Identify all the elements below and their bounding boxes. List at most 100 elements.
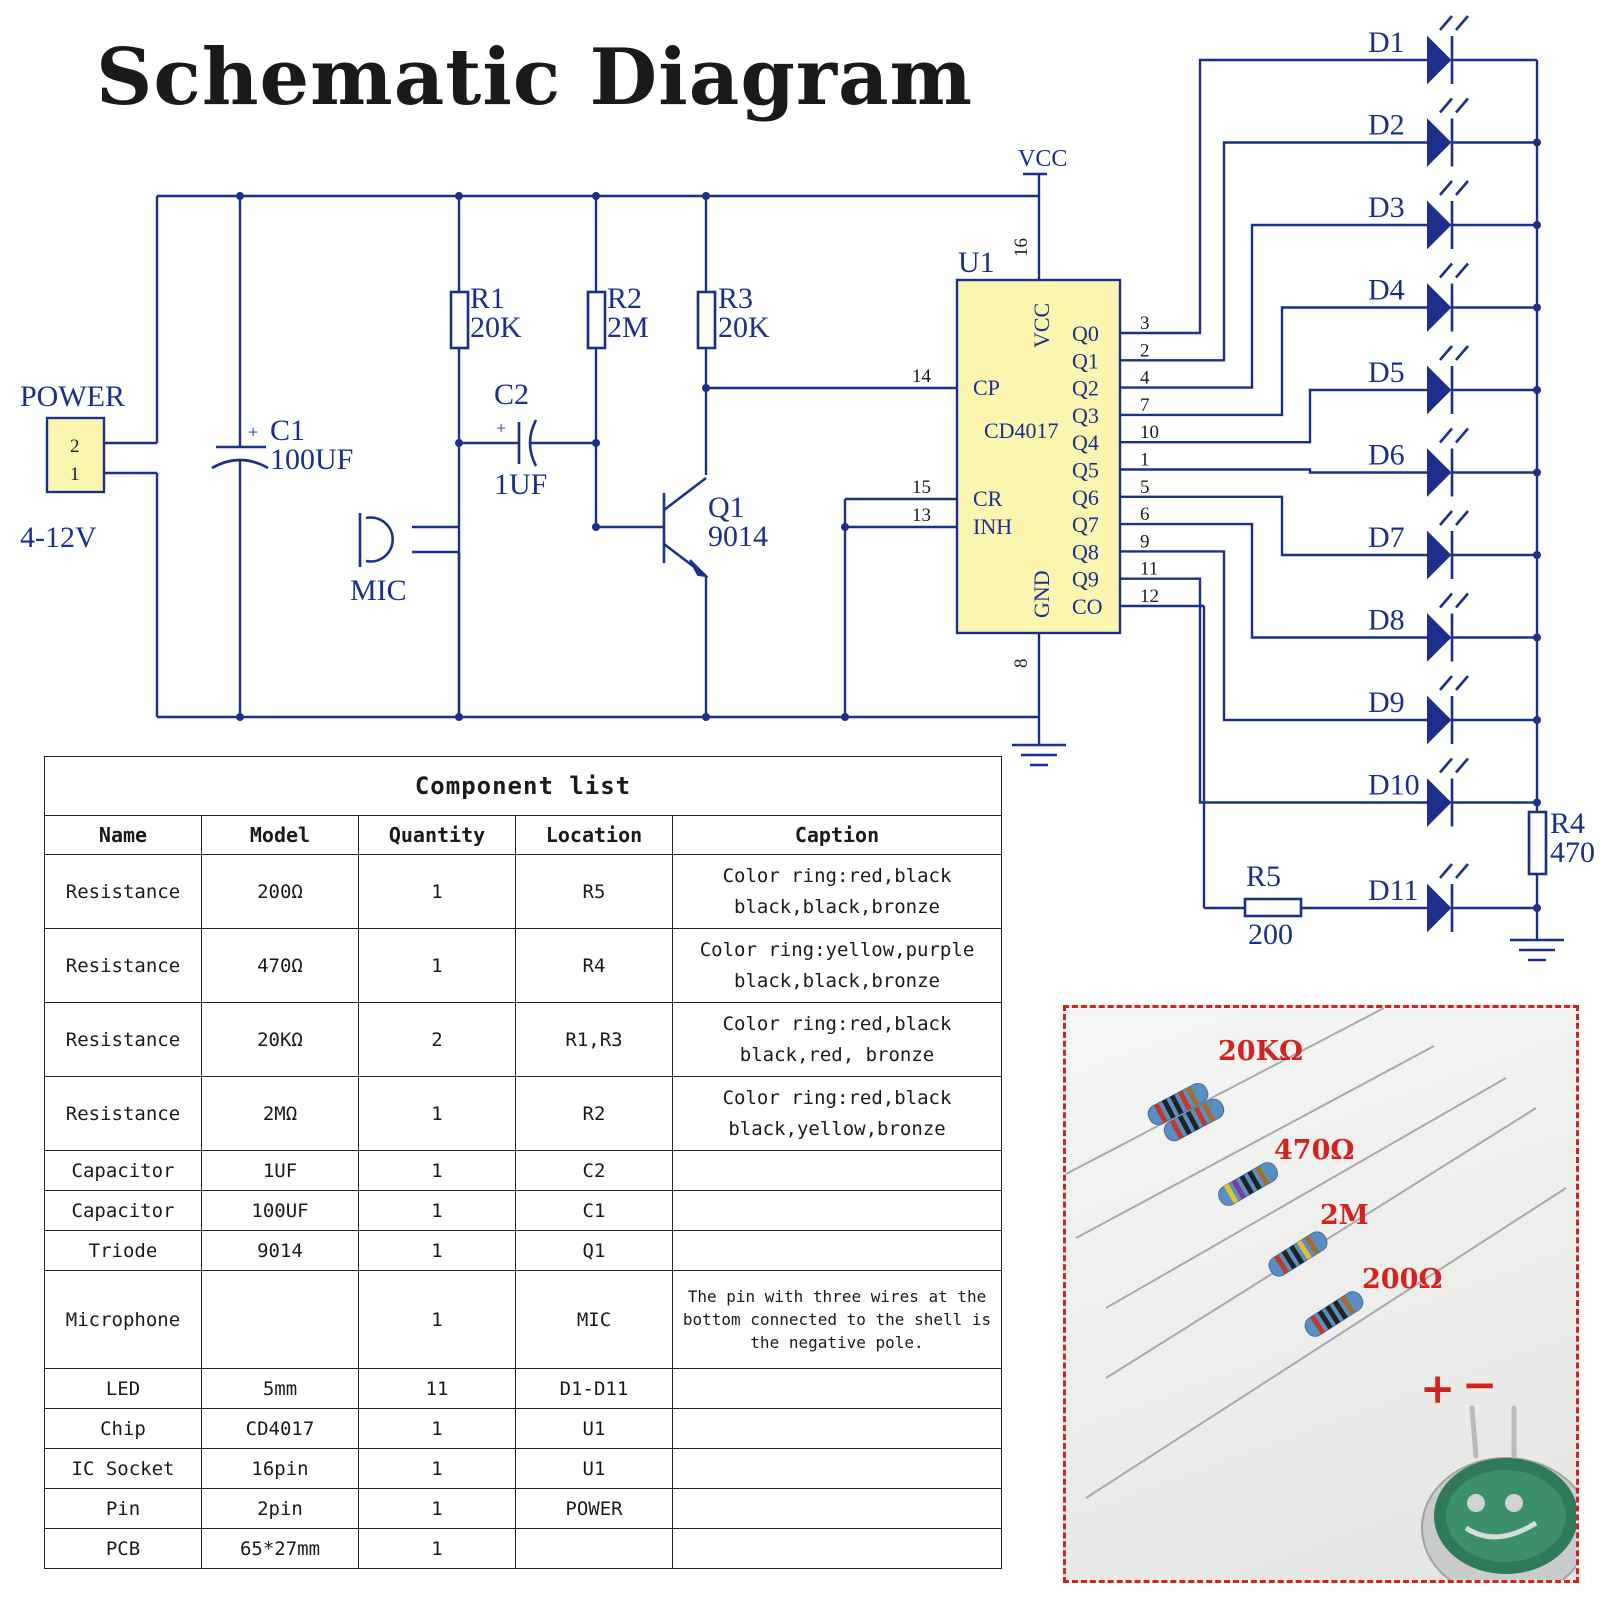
trace-q6 [1120, 495, 1428, 557]
cell-quantity: 1 [358, 1488, 516, 1529]
r3-value: 20K [718, 311, 770, 344]
pin-vcc-num: 16 [1011, 238, 1032, 257]
resistor-photo-panel: 20KΩ 470Ω 2M 200Ω + − [1063, 1005, 1579, 1583]
mic-plus-sign: + [1420, 1364, 1456, 1413]
microphone-mic: MIC [350, 513, 461, 717]
chip-pin-num-q6: 5 [1140, 477, 1150, 498]
chip-pin-num-q1: 2 [1140, 340, 1150, 361]
led-d9: D9 [1368, 675, 1541, 745]
cell-quantity: 1 [358, 1270, 516, 1369]
cell-model: 9014 [201, 1230, 359, 1271]
cell-name: IC Socket [44, 1448, 202, 1489]
resistor-band [1161, 1098, 1176, 1119]
resistor-band [1317, 1309, 1333, 1330]
led-triangle [1427, 365, 1452, 415]
cell-quantity: 1 [358, 1528, 516, 1569]
cell-name: PCB [44, 1528, 202, 1569]
c1-value: 100UF [270, 443, 353, 476]
chip-model: CD4017 [984, 418, 1059, 443]
cell-caption [672, 1528, 1002, 1569]
cell-location: D1-D11 [515, 1368, 673, 1409]
col-header-name: Name [44, 815, 202, 855]
led-d3: D3 [1368, 180, 1541, 250]
r2-value: 2M [607, 311, 649, 344]
led-triangle [1427, 283, 1452, 332]
led-d7: D7 [1368, 510, 1541, 580]
cell-model: 100UF [201, 1190, 359, 1231]
led-junction [1533, 221, 1541, 229]
cell-caption: Color ring:red,black black,black,bronze [672, 854, 1002, 929]
cell-quantity: 1 [358, 928, 516, 1003]
resistor-body [1218, 1162, 1278, 1206]
schematic-diagram: POWER 2 1 4-12V + C1 100UF R1 20K R2 2M … [20, 15, 1595, 962]
resistor-r5: R5 200 [1120, 604, 1428, 951]
cell-model: 1UF [201, 1150, 359, 1191]
cell-model: 2pin [201, 1488, 359, 1529]
svg-text:+: + [496, 418, 506, 438]
led-arrow [1455, 180, 1469, 196]
led-junction [1533, 904, 1541, 912]
cell-location: R2 [515, 1076, 673, 1151]
led-junction [1533, 633, 1541, 642]
col-header-caption: Caption [672, 815, 1002, 855]
q1-value: 9014 [708, 520, 768, 553]
cell-caption: Color ring:red,black black,yellow,bronze [672, 1076, 1002, 1151]
led-arrow [1439, 757, 1453, 774]
chip-pin-name-q4: Q4 [1072, 430, 1099, 455]
led-junction [1533, 551, 1541, 559]
resistor-band [1169, 1119, 1184, 1140]
label-20k: 20KΩ [1218, 1036, 1304, 1067]
led-arrow [1439, 345, 1453, 361]
led-arrow [1455, 345, 1469, 361]
resistor-band [1274, 1254, 1289, 1275]
chip-pin-name-q9: Q9 [1072, 567, 1099, 592]
cell-caption: The pin with three wires at the bottom c… [672, 1270, 1002, 1369]
led-arrow [1455, 262, 1469, 279]
microphone-capsule [1421, 1405, 1576, 1580]
chip-pin-name-q5: Q5 [1072, 458, 1099, 483]
led-junction [1533, 303, 1541, 312]
resistor-r3: R3 20K [696, 196, 770, 475]
resistor-body [1268, 1231, 1328, 1277]
trace-q5 [1120, 468, 1428, 474]
chip-pin-name-inh: INH [973, 514, 1012, 539]
trace-q1 [1120, 141, 1428, 362]
c2-value: 1UF [494, 468, 547, 501]
cell-name: Capacitor [44, 1150, 202, 1191]
power-label: POWER [20, 380, 125, 413]
page-title: Schematic Diagram [96, 32, 974, 123]
chip-pin-num-q3: 7 [1140, 395, 1150, 416]
cell-model [201, 1270, 359, 1369]
resistor-r4: R4 470 [1527, 807, 1595, 876]
chip-gnd-pin-name: GND [1029, 570, 1054, 618]
resistor-band [1223, 1183, 1239, 1204]
led-arrow [1439, 675, 1453, 691]
chip-pin-name-q7: Q7 [1072, 512, 1099, 537]
led-label: D5 [1368, 356, 1405, 389]
svg-text:+: + [248, 422, 258, 442]
cell-name: Resistance [44, 854, 202, 929]
transistor-q1: Q1 9014 [596, 476, 768, 717]
resistor-band [1153, 1103, 1168, 1124]
cell-quantity: 1 [358, 1408, 516, 1449]
led-triangle [1427, 200, 1452, 250]
col-header-quantity: Quantity [358, 815, 516, 855]
resistor-band [1239, 1174, 1254, 1195]
r5-value: 200 [1248, 918, 1293, 951]
led-triangle [1427, 118, 1452, 167]
led-label: D9 [1368, 686, 1405, 719]
resistor-band [1177, 1114, 1192, 1135]
chip-input-wiring [706, 386, 957, 717]
chip-pin-num-co: 12 [1140, 586, 1159, 607]
cell-caption [672, 1368, 1002, 1409]
resistor-band [1289, 1244, 1305, 1265]
cell-quantity: 1 [358, 1076, 516, 1151]
led-d1: D1 [1368, 15, 1537, 85]
chip-pin-num-cp: 14 [912, 366, 932, 387]
